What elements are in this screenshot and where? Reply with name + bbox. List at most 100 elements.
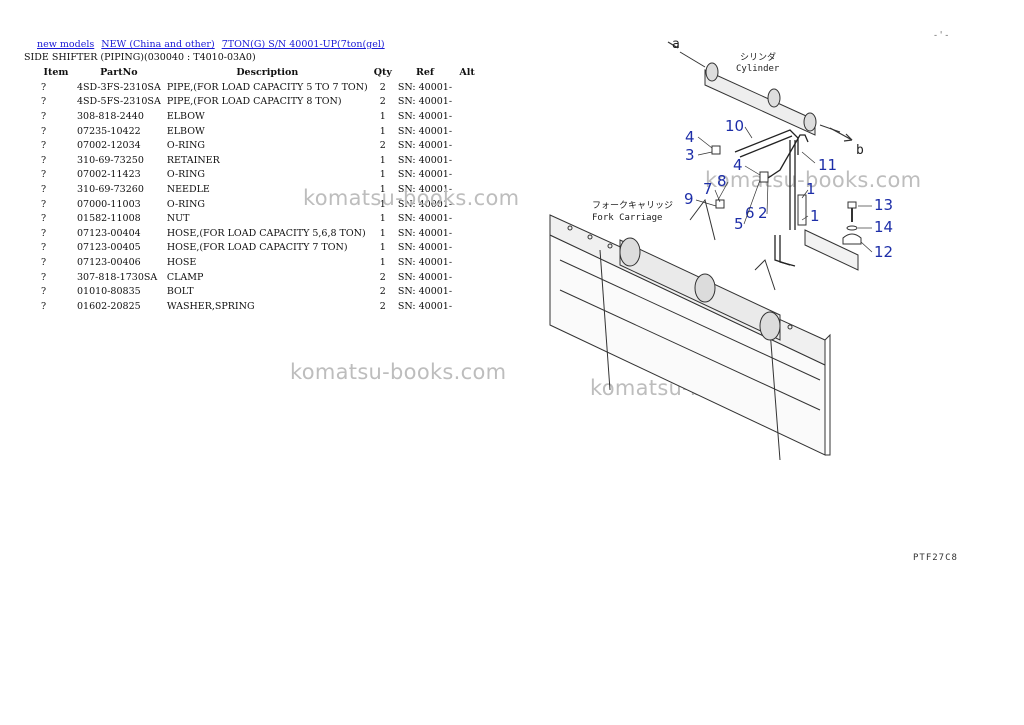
cell-partno: 07002-11423 [77,169,141,181]
cell-ref: SN: 40001- [397,169,453,181]
col-description: Description [236,67,299,78]
cell-qty: 1 [379,125,386,137]
table-row: ? 07123-00404 HOSE,(FOR LOAD CAPACITY 5,6,… [24,226,479,241]
cylinder-label-jp: シリンダ [740,51,776,63]
cell-description: NEEDLE [166,183,210,195]
cell-description: HOSE,(FOR LOAD CAPACITY 5,6,8 TON) [166,227,366,239]
top-cylinder [704,69,816,136]
cell-partno: 308-818-2440 [77,110,144,122]
cell-alt [455,226,479,241]
cell-ref: SN: 40001- [397,213,453,225]
piping-lines [734,129,809,267]
cell-ref: SN: 40001- [397,110,453,122]
cell-description: O-RING [166,140,205,152]
breadcrumb-link-new-models[interactable]: new models [37,39,95,50]
cell-ref: SN: 40001- [397,242,453,254]
callout-number: 5 [734,215,744,233]
cell-description: PIPE,(FOR LOAD CAPACITY 8 TON) [166,96,342,108]
cell-alt [455,284,479,299]
cell-alt [455,80,479,95]
cell-item: ? [41,140,47,152]
cell-description: ELBOW [166,125,205,137]
table-row: ? 4SD-5FS-2310SA PIPE,(FOR LOAD CAPACITY 8… [24,95,479,110]
page-code: PTF27C8 [913,553,958,563]
cell-item: ? [41,183,47,195]
callout-number: 4 [685,128,695,146]
cell-description: O-RING [166,169,205,181]
hose-fitting [797,194,807,226]
cell-item: ? [41,96,47,108]
callout-number: 11 [818,156,837,174]
callout-number: 14 [874,218,893,236]
cell-item: ? [41,154,47,166]
cell-description: WASHER,SPRING [166,300,255,312]
cell-ref: SN: 40001- [397,96,453,108]
cell-ref: SN: 40001- [397,81,453,93]
cell-partno: 310-69-73250 [77,154,144,166]
cell-item: ? [41,286,47,298]
cell-alt [455,109,479,124]
cell-description: PIPE,(FOR LOAD CAPACITY 5 TO 7 TON) [166,81,368,93]
cell-item: ? [41,227,47,239]
cell-ref: SN: 40001- [397,271,453,283]
fitting-nut [715,199,725,209]
cell-description: RETAINER [166,154,220,166]
cell-item: ? [41,213,47,225]
col-item: Item [43,67,69,78]
cell-qty: 1 [379,256,386,268]
cell-partno: 07123-00405 [77,242,141,254]
cell-qty: 1 [379,110,386,122]
callout-number: 10 [725,117,744,135]
cell-partno: 07000-11003 [77,198,141,210]
callout-number: 7 [703,180,713,198]
callout-number: 8 [717,172,727,190]
cell-ref: SN: 40001- [397,183,453,195]
cell-item: ? [41,125,47,137]
breadcrumb-link-new-china[interactable]: NEW (China and other) [101,39,215,50]
callout-number: 9 [684,190,694,208]
callout-number: 1 [806,180,816,198]
watermark: komatsu-books.com [290,360,507,384]
cell-qty: 2 [379,271,386,283]
cell-item: ? [41,110,47,122]
col-qty: Qty [373,67,392,78]
cell-alt [455,299,479,314]
cell-description: CLAMP [166,271,204,283]
cell-qty: 1 [379,183,386,195]
table-row: ? 07002-11423 O-RING 1 SN: 40001- [24,168,479,183]
clamp-plate [804,229,859,271]
cell-item: ? [41,242,47,254]
cell-item: ? [41,169,47,181]
cell-ref: SN: 40001- [397,256,453,268]
callout-number: 12 [874,243,893,261]
col-alt: Alt [459,67,475,78]
cell-alt [455,270,479,285]
arrow-label-a: a [672,37,680,52]
cell-partno: 4SD-5FS-2310SA [77,96,161,108]
watermark: komatsu-books.com [705,168,922,192]
cell-partno: 307-818-1730SA [77,271,158,283]
cell-ref: SN: 40001- [397,286,453,298]
cell-partno: 4SD-3FS-2310SA [77,81,161,93]
carriage-label-jp: フォークキャリッジ [592,200,673,211]
cell-partno: 07002-12034 [77,140,141,152]
cell-description: O-RING [166,198,205,210]
col-ref: Ref [415,67,434,78]
cell-alt [455,138,479,153]
cell-partno: 07123-00404 [77,227,141,239]
breadcrumb-link-model[interactable]: 7TON(G) S/N 40001-UP(7ton(gel) [221,39,385,50]
cell-item: ? [41,256,47,268]
arrow-label-b: b [856,143,864,158]
carriage-label-en: Fork Carriage [592,213,662,223]
cell-qty: 1 [379,169,386,181]
cell-qty: 2 [379,286,386,298]
callout-number: 13 [874,196,893,214]
cell-alt [455,255,479,270]
cell-partno: 01010-80835 [77,286,141,298]
